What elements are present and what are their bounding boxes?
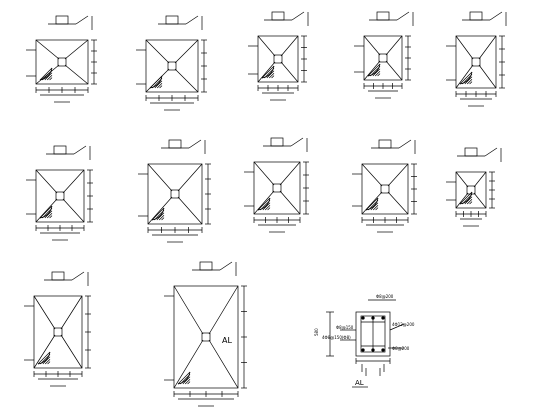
footing-plan [248, 11, 309, 101]
footing-plan [26, 15, 97, 103]
large-footing-label: AL [222, 336, 232, 345]
footing-plan [244, 137, 309, 233]
footing-plan [446, 11, 507, 107]
footing-plan [446, 147, 502, 227]
column-rebar-note-left: Φ8@150 [336, 325, 354, 330]
column-bottom-note: Φ8@200 [392, 346, 410, 351]
footing-plan [24, 271, 91, 387]
column-section-outline [355, 311, 391, 357]
footing-plan [138, 139, 211, 243]
footing-plan [136, 15, 207, 111]
column-detail-label: AL [355, 379, 364, 387]
column-rebar-note-left-2: 4Φ8@150(Φ8) [322, 335, 351, 340]
footing-plan [26, 145, 93, 241]
footing-plan [352, 139, 417, 233]
footing-plans [24, 11, 507, 407]
column-rebar-note-right: 4Φ12@200 [392, 322, 415, 327]
column-top-note: Φ8@200 [376, 294, 394, 299]
column-side-dimension: 580 [314, 328, 319, 336]
footing-plan [164, 261, 247, 407]
footing-plan [354, 11, 414, 99]
column-section-detail [326, 299, 405, 388]
